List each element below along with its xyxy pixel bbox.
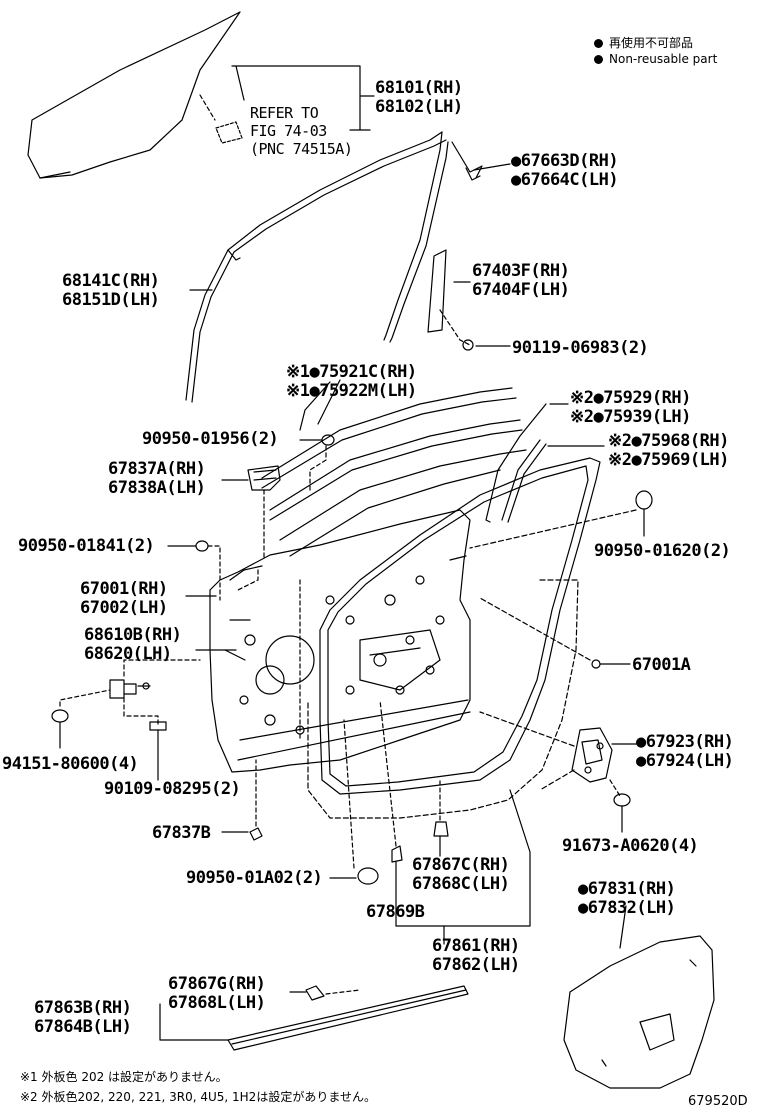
part-90950-01841: 90950-01841(2): [18, 536, 155, 556]
part-67837b: 67837B: [152, 823, 211, 843]
part-67001: 67001(RH): [80, 579, 168, 599]
dot-icon: [594, 39, 603, 48]
part-68151: 68151D(LH): [62, 290, 160, 310]
part-67924: ●67924(LH): [636, 751, 734, 771]
part-90109: 90109-08295(2): [104, 779, 241, 799]
part-75968: ※2●75968(RH): [608, 431, 729, 451]
part-90950-01620: 90950-01620(2): [594, 541, 731, 561]
part-75922: ※1●75922M(LH): [286, 381, 417, 401]
legend-text-en: Non-reusable part: [609, 52, 718, 66]
part-75939: ※2●75939(LH): [570, 407, 691, 427]
belt-moulding: [261, 387, 527, 557]
part-67867g: 67867G(RH): [168, 974, 266, 994]
part-90119: 90119-06983(2): [512, 338, 649, 358]
part-75969: ※2●75969(LH): [608, 450, 729, 470]
hinge-plate: [571, 727, 613, 783]
front-frame-molding: [185, 131, 447, 403]
door-panel: [209, 509, 471, 773]
part-90950-01956: 90950-01956(2): [142, 429, 279, 449]
dot-icon: [594, 55, 603, 64]
part-67832: ●67832(LH): [578, 898, 676, 918]
part-75929: ※2●75929(RH): [570, 388, 691, 408]
part-67864b: 67864B(LH): [34, 1017, 132, 1037]
part-94151: 94151-80600(4): [2, 754, 139, 774]
part-68101: 68101(RH): [375, 78, 463, 98]
part-91673: 91673-A0620(4): [562, 836, 699, 856]
service-hole-cover: [563, 935, 715, 1089]
part-67404: 67404F(LH): [472, 280, 570, 300]
part-67001a: 67001A: [632, 655, 691, 675]
part-75921: ※1●75921C(RH): [286, 362, 417, 382]
part-67663: ●67663D(RH): [511, 151, 619, 171]
part-67831: ●67831(RH): [578, 879, 676, 899]
part-67869b: 67869B: [366, 902, 425, 922]
part-67862: 67862(LH): [432, 955, 520, 975]
refer-line-1: REFER TO: [250, 104, 319, 122]
door-glass: [27, 11, 243, 179]
legend-text-jp: 再使用不可部品: [609, 36, 694, 50]
legend-nonreusable-jp: 再使用不可部品: [594, 34, 693, 51]
part-68620: 68620(LH): [84, 644, 172, 664]
part-67868l: 67868L(LH): [168, 993, 266, 1013]
figure-id: 679520D: [688, 1094, 748, 1109]
rear-frame: [383, 131, 449, 343]
part-67838a: 67838A(LH): [108, 478, 206, 498]
part-67861: 67861(RH): [432, 936, 520, 956]
part-67923: ●67923(RH): [636, 732, 734, 752]
door-hinge: [109, 679, 151, 699]
footnote-2: ※2 外板色202, 220, 221, 3R0, 4U5, 1H2は設定があり…: [20, 1090, 376, 1104]
part-67868c: 67868C(LH): [412, 874, 510, 894]
part-68141: 68141C(RH): [62, 271, 160, 291]
part-68610: 68610B(RH): [84, 625, 182, 645]
part-67664: ●67664C(LH): [511, 170, 619, 190]
rocker-moulding: [227, 985, 469, 1051]
refer-line-3: (PNC 74515A): [250, 140, 353, 158]
part-90950-01a02: 90950-01A02(2): [186, 868, 323, 888]
part-67867c: 67867C(RH): [412, 855, 510, 875]
part-67002: 67002(LH): [80, 598, 168, 618]
part-68102: 68102(LH): [375, 97, 463, 117]
refer-line-2: FIG 74-03: [250, 122, 327, 140]
door-weatherstrip: [319, 457, 601, 795]
part-67403: 67403F(RH): [472, 261, 570, 281]
legend-nonreusable-en: Non-reusable part: [594, 52, 717, 66]
part-67837a: 67837A(RH): [108, 459, 206, 479]
part-67863b: 67863B(RH): [34, 998, 132, 1018]
footnote-1: ※1 外板色 202 は設定がありません。: [20, 1070, 228, 1084]
